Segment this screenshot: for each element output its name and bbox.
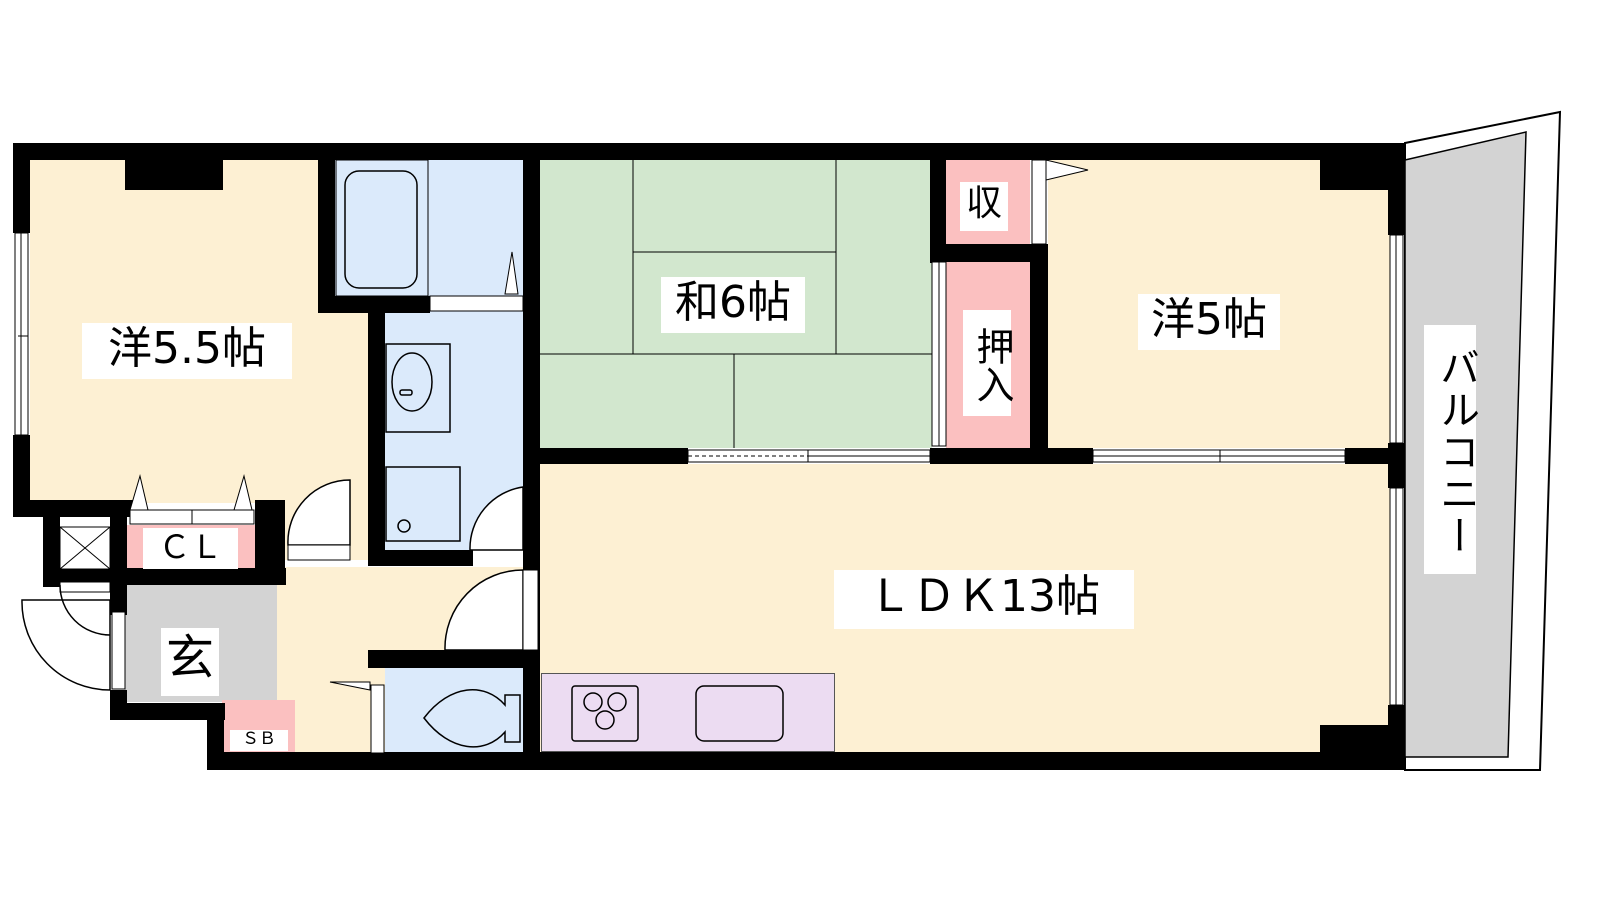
wall-cl-divider (110, 500, 127, 585)
window-right-upper (1389, 234, 1404, 444)
room-western-5-5-lower (280, 300, 370, 560)
kitchen-counter (541, 673, 835, 752)
wall-cl-right (255, 500, 285, 585)
wall-wash-left (368, 296, 385, 566)
wall-bath-left (318, 143, 335, 313)
wall-right-mid (1388, 443, 1405, 488)
storage-label-oshiire: 押入 (963, 310, 1014, 416)
room-label-balcony: バルコニー (1424, 325, 1479, 574)
column-top-right (1320, 158, 1390, 190)
column-top-left (125, 158, 223, 190)
wall-right-lower (1388, 705, 1405, 770)
entrance-door-icon (21, 599, 111, 691)
wall-tatami-right (930, 143, 946, 263)
storage-label-closet: ＣＬ (143, 528, 238, 569)
wall-right-upper (1388, 143, 1405, 235)
room-label-entrance: 玄 (161, 628, 219, 696)
wall-bottom (207, 752, 1405, 770)
wall-wash-bottom (368, 550, 473, 566)
window-right-lower (1389, 487, 1404, 706)
wall-oshiire-right (1030, 244, 1048, 464)
wall-cl-bottom (43, 568, 286, 585)
wall-entry-bottom (110, 703, 225, 720)
column-bottom-right (1320, 725, 1390, 755)
room-label-japanese-6: 和6帖 (661, 277, 805, 333)
wall-toilet-left (368, 650, 385, 668)
wall-mid-horizontal (930, 448, 1093, 464)
wall-western55-bottom (13, 500, 138, 517)
wall-top (13, 143, 1405, 160)
window-left (14, 232, 29, 436)
room-label-western-5-5: 洋5.5帖 (82, 323, 292, 379)
washroom (385, 310, 523, 550)
room-label-western-5: 洋5帖 (1138, 294, 1280, 350)
toilet-room (385, 668, 523, 753)
wall-tatami-bottom (523, 448, 688, 464)
storage-label-shoebox: ＳＢ (230, 730, 288, 751)
storage-label-small: 収 (960, 182, 1008, 231)
bathroom (335, 158, 523, 300)
room-label-ldk-13: ＬＤＫ13帖 (834, 570, 1134, 629)
wall-entry-left (110, 585, 127, 615)
wall-storage-divider (930, 244, 1048, 262)
wall-left-lower (13, 435, 30, 517)
wall-left-upper (13, 143, 30, 233)
wall-toilet-top (368, 650, 540, 668)
